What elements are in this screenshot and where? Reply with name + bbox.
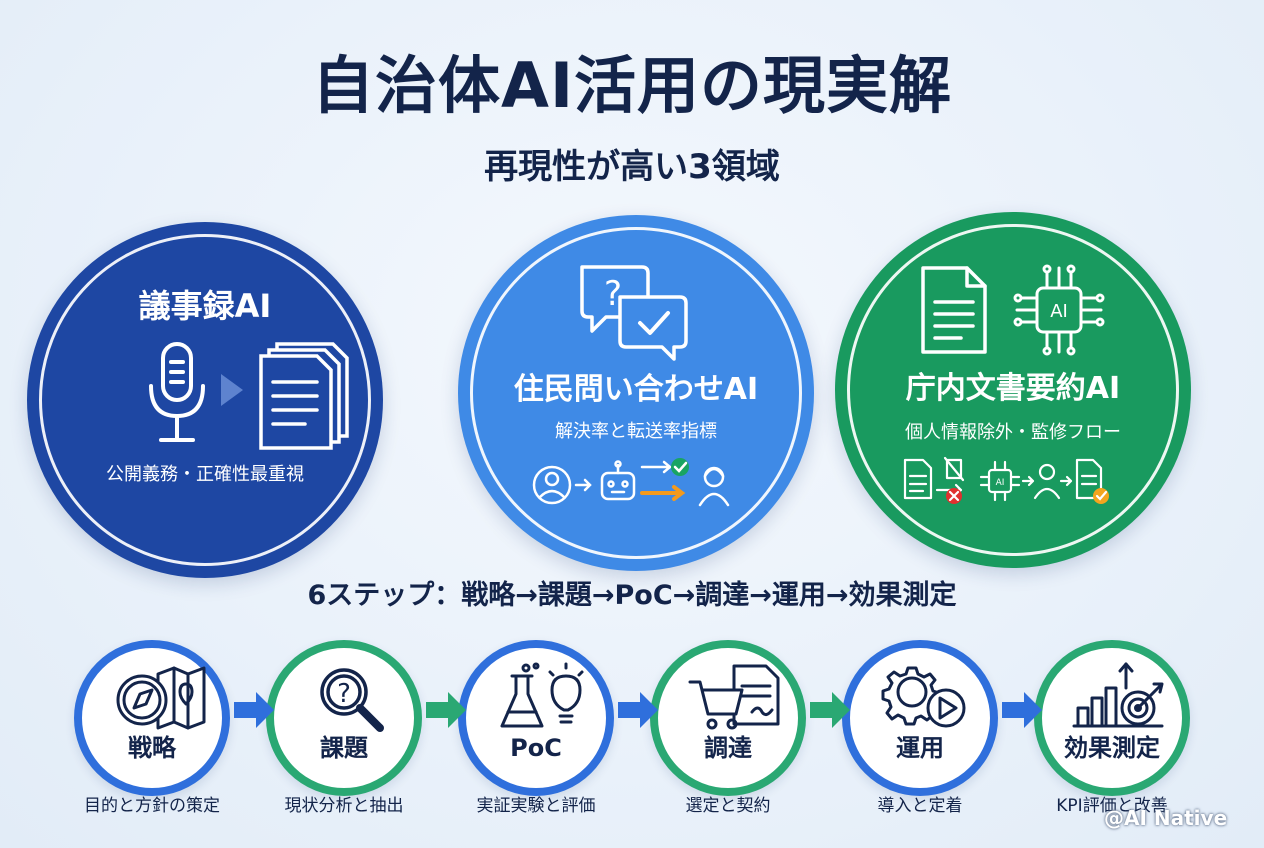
steps-title: 6ステップ：戦略→課題→PoC→調達→運用→効果測定 bbox=[307, 580, 957, 611]
step-label: 効果測定 bbox=[1064, 734, 1160, 762]
step-desc: 目的と方針の策定 bbox=[84, 796, 220, 816]
step-label: 戦略 bbox=[128, 734, 176, 762]
area-desc: 個人情報除外・監修フロー bbox=[905, 422, 1121, 443]
svg-text:?: ? bbox=[604, 274, 622, 314]
chart-target-icon bbox=[1072, 662, 1164, 728]
gear-play-icon bbox=[881, 666, 966, 728]
arrow-right-icon bbox=[426, 692, 466, 728]
area-name: 住民問い合わせAI bbox=[513, 372, 759, 407]
area-ring bbox=[39, 234, 371, 566]
compass-map-icon bbox=[116, 666, 206, 730]
step-desc: KPI評価と改善 bbox=[1056, 796, 1168, 816]
microphone-icon bbox=[149, 342, 205, 442]
step-poc: PoC bbox=[458, 640, 614, 796]
area-document-summary-ai: AI 庁内文書要約AI 個人情報除外・監修フロー AI bbox=[835, 212, 1191, 568]
area-name: 庁内文書要約AI bbox=[905, 371, 1121, 406]
step-desc: 選定と契約 bbox=[685, 796, 771, 816]
step-operation: 運用 bbox=[842, 640, 998, 796]
cart-document-icon bbox=[688, 664, 780, 730]
privacy-review-flow-icon: AI bbox=[903, 456, 1109, 504]
credit-watermark: @AI Native bbox=[1104, 806, 1228, 830]
ai-chip-icon: AI bbox=[1013, 264, 1105, 356]
arrow-right-icon bbox=[234, 692, 274, 728]
step-desc: 導入と定着 bbox=[877, 796, 963, 816]
step-label: 調達 bbox=[704, 734, 752, 762]
arrow-right-icon bbox=[618, 692, 658, 728]
user-bot-operator-flow-icon bbox=[532, 458, 730, 507]
step-desc: 実証実験と評価 bbox=[476, 796, 596, 816]
magnifier-question-icon: ? bbox=[320, 668, 384, 732]
arrow-right-icon bbox=[221, 374, 243, 406]
chat-question-check-icon: ? bbox=[580, 265, 688, 361]
area-minutes-ai: 議事録AI 公開義務・正確性最重視 bbox=[27, 222, 383, 578]
step-desc: 現状分析と抽出 bbox=[284, 796, 404, 816]
document-icon bbox=[921, 266, 987, 354]
arrow-right-icon bbox=[810, 692, 850, 728]
area-ring bbox=[847, 224, 1179, 556]
area-resident-inquiry-ai: ? 住民問い合わせAI 解決率と転送率指標 bbox=[458, 215, 814, 571]
svg-text:?: ? bbox=[337, 679, 351, 709]
step-evaluation: 効果測定 bbox=[1034, 640, 1190, 796]
area-name: 議事録AI bbox=[138, 287, 272, 325]
page-subtitle: 再現性が高い3領域 bbox=[484, 147, 780, 187]
chip-label: AI bbox=[1050, 301, 1068, 322]
page-title: 自治体AI活用の現実解 bbox=[311, 49, 953, 122]
area-ring bbox=[470, 227, 802, 559]
step-label: PoC bbox=[510, 734, 562, 762]
step-label: 運用 bbox=[896, 734, 944, 762]
area-desc: 公開義務・正確性最重視 bbox=[106, 464, 304, 485]
chip-label: AI bbox=[996, 478, 1005, 488]
area-desc: 解決率と転送率指標 bbox=[555, 421, 717, 442]
documents-icon bbox=[259, 342, 349, 450]
step-procurement: 調達 bbox=[650, 640, 806, 796]
step-strategy: 戦略 bbox=[74, 640, 230, 796]
arrow-right-icon bbox=[1002, 692, 1042, 728]
step-issues: ? 課題 bbox=[266, 640, 422, 796]
flask-bulb-icon bbox=[500, 662, 584, 728]
step-label: 課題 bbox=[320, 734, 368, 762]
